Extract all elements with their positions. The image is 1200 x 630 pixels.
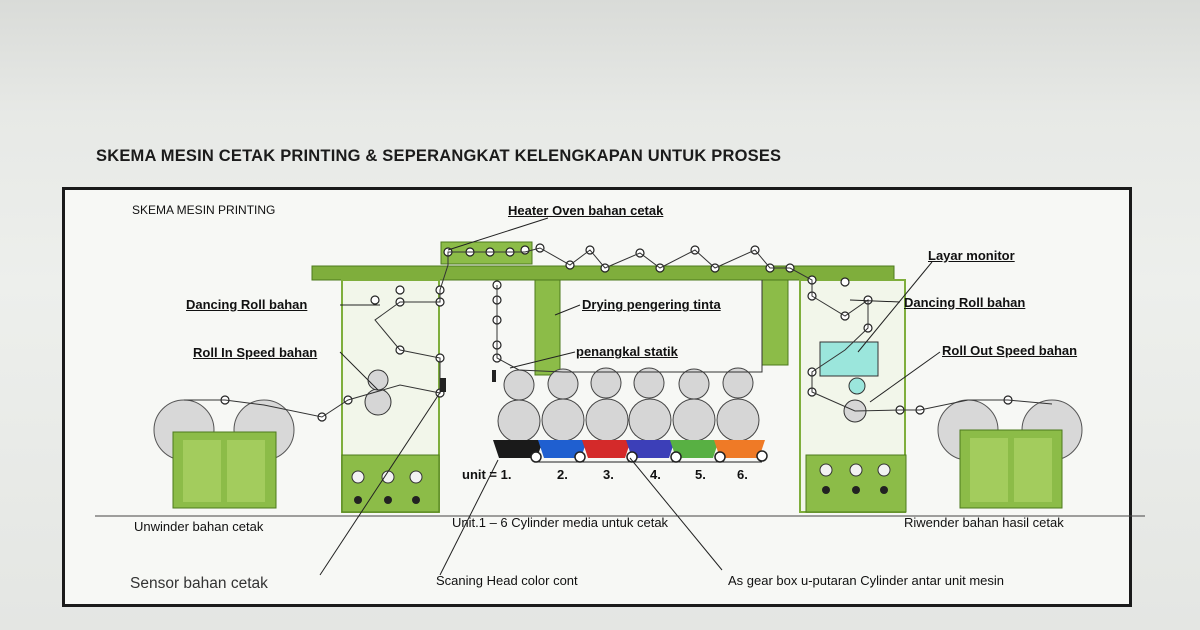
unit-number: 3. [603,467,614,482]
label-sensor: Sensor bahan cetak [130,575,268,592]
label-penangkal: penangkal statik [576,344,678,359]
ink-trays [493,440,765,458]
label-scaning-head: Scaning Head color cont [436,573,578,588]
unit-number: 4. [650,467,661,482]
label-drying: Drying pengering tinta [582,297,721,312]
label-dancing-roll-right: Dancing Roll bahan [904,295,1026,310]
label-roll-out-speed: Roll Out Speed bahan [942,343,1078,358]
label-unwinder: Unwinder bahan cetak [134,519,264,534]
unit-label: unit = 1. [462,467,512,482]
diagram-frame [62,187,1132,607]
label-layar-monitor: Layar monitor [928,248,1015,263]
unit-number: 6. [737,467,748,482]
label-gear-box: As gear box u-putaran Cylinder antar uni… [728,573,1005,588]
main-title: SKEMA MESIN CETAK PRINTING & SEPERANGKAT… [96,147,782,165]
drying-column-right [761,279,789,366]
unit-number: 2. [557,467,568,482]
label-cylinder-media: Unit.1 – 6 Cylinder media untuk cetak [452,515,669,530]
label-riwender: Riwender bahan hasil cetak [904,515,1064,530]
unit-number: 5. [695,467,706,482]
diagram-subtitle: SKEMA MESIN PRINTING [132,203,276,217]
label-roll-in-speed: Roll In Speed bahan [193,345,318,360]
label-heater-oven: Heater Oven bahan cetak [508,203,664,218]
monitor [819,341,879,377]
label-dancing-roll-left: Dancing Roll bahan [186,297,308,312]
